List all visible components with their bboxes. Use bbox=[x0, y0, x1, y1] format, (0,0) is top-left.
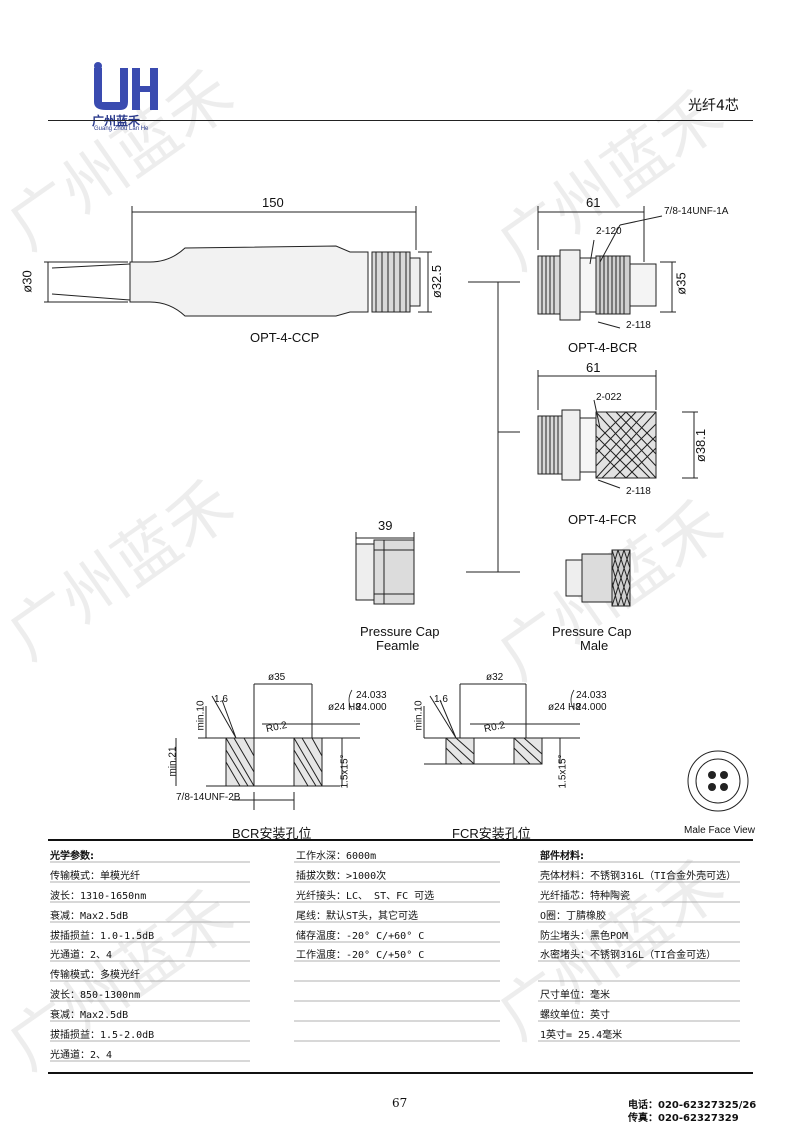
fcr-oring-bottom: 2-118 bbox=[626, 486, 651, 497]
spec-item: 部件材料: bbox=[540, 851, 584, 862]
spec-item: 插拔次数：>1000次 bbox=[296, 871, 387, 882]
bcr-length-dimension: 61 bbox=[586, 195, 601, 210]
cap-female-length: 39 bbox=[378, 518, 393, 533]
cap-female-sublabel: Feamle bbox=[376, 638, 420, 653]
cap-female-label: Pressure Cap bbox=[360, 624, 440, 639]
fcr-length-dimension: 61 bbox=[586, 360, 601, 375]
fcr-oring-top: 2-022 bbox=[596, 392, 622, 403]
spec-item: 波长：850-1300nm bbox=[50, 990, 141, 1001]
spec-item: 尾线：默认ST头，其它可选 bbox=[296, 911, 419, 922]
spec-item: 螺纹单位：英寸 bbox=[540, 1010, 610, 1021]
logo-name: 广州蓝禾 bbox=[92, 114, 141, 128]
fcr-hole-caption: FCR安装孔位 bbox=[452, 826, 531, 841]
spec-item: 工作温度：-20° C/+50° C bbox=[296, 950, 425, 961]
bcr-hole-tol-bottom: 24.000 bbox=[356, 702, 387, 713]
bcr-hole-roughness: 1.6 bbox=[214, 694, 228, 705]
bcr-hole-bore: ø24 H8 bbox=[328, 702, 361, 713]
fcr-hole-tol-top: 24.033 bbox=[576, 690, 607, 701]
fcr-hole-roughness: 1.6 bbox=[434, 694, 448, 705]
spec-item: 防尘堵头：黑色POM bbox=[540, 931, 629, 942]
spec-item: 光学参数: bbox=[50, 851, 94, 862]
bcr-label: OPT-4-BCR bbox=[568, 340, 638, 355]
face-view-caption: Male Face View bbox=[684, 825, 755, 836]
spec-table-top-rule bbox=[48, 839, 753, 841]
spec-item: 工作水深：6000m bbox=[296, 851, 377, 862]
bcr-hole-dia: ø35 bbox=[268, 672, 286, 683]
spec-item: 波长：1310-1650nm bbox=[50, 891, 147, 902]
ccp-length-dimension: 150 bbox=[262, 195, 284, 210]
spec-item: 尺寸单位：毫米 bbox=[540, 990, 610, 1001]
spec-item: 光纤接头：LC、 ST、FC 可选 bbox=[296, 891, 435, 902]
cap-male-sublabel: Male bbox=[580, 638, 609, 653]
spec-item: 壳体材料：不锈钢316L（TI合金外壳可选） bbox=[540, 871, 737, 882]
spec-item: O圈：丁腈橡胶 bbox=[540, 911, 607, 922]
spec-item: 衰减：Max2.5dB bbox=[50, 911, 129, 922]
footer-fax: 传真：020-62327329 bbox=[628, 1113, 739, 1124]
bcr-oring-top: 2-120 bbox=[596, 226, 622, 237]
spec-item: 光纤插芯：特种陶瓷 bbox=[540, 891, 630, 902]
spec-item: 传输模式：多模光纤 bbox=[50, 970, 140, 981]
spec-item: 拔插损益：1.5-2.0dB bbox=[50, 1030, 155, 1041]
fcr-hole-bore: ø24 H8 bbox=[548, 702, 581, 713]
spec-table-bottom-rule bbox=[48, 1072, 753, 1074]
spec-item: 光通道：2、4 bbox=[50, 950, 113, 961]
spec-item: 传输模式：单模光纤 bbox=[50, 871, 140, 882]
logo-mark-icon bbox=[94, 62, 158, 110]
logo-subtitle: Guang Zhou Lan He bbox=[94, 126, 149, 132]
fcr-hole-dia: ø32 bbox=[486, 672, 504, 683]
spec-item: 水密堵头：不锈钢316L（TI合金可选） bbox=[540, 950, 717, 961]
bcr-hole-tol-top: 24.033 bbox=[356, 690, 387, 701]
spec-item: 衰减：Max2.5dB bbox=[50, 1010, 129, 1021]
spec-item: 拔插损益：1.0-1.5dB bbox=[50, 931, 155, 942]
ccp-label: OPT-4-CCP bbox=[250, 330, 320, 345]
spec-item: 储存温度：-20° C/+60° C bbox=[296, 931, 425, 942]
bcr-oring-bottom: 2-118 bbox=[626, 320, 651, 331]
bcr-thread: 7/8-14UNF-1A bbox=[664, 206, 729, 217]
page-number: 67 bbox=[392, 1096, 408, 1110]
fcr-hole-tol-bottom: 24.000 bbox=[576, 702, 607, 713]
header-rule bbox=[48, 120, 753, 121]
spec-item: 1英寸= 25.4毫米 bbox=[540, 1030, 623, 1041]
spec-item: 光通道：2、4 bbox=[50, 1050, 113, 1061]
bcr-hole-caption: BCR安装孔位 bbox=[232, 826, 312, 841]
footer-phone: 电话：020-62327325/26 bbox=[628, 1100, 757, 1111]
bcr-hole-thread: 7/8-14UNF-2B bbox=[176, 792, 241, 803]
fcr-label: OPT-4-FCR bbox=[568, 512, 637, 527]
cap-male-label: Pressure Cap bbox=[552, 624, 632, 639]
page-title: 光纤4芯 bbox=[688, 98, 739, 114]
company-logo: 广州蓝禾 Guang Zhou Lan He bbox=[84, 60, 164, 132]
